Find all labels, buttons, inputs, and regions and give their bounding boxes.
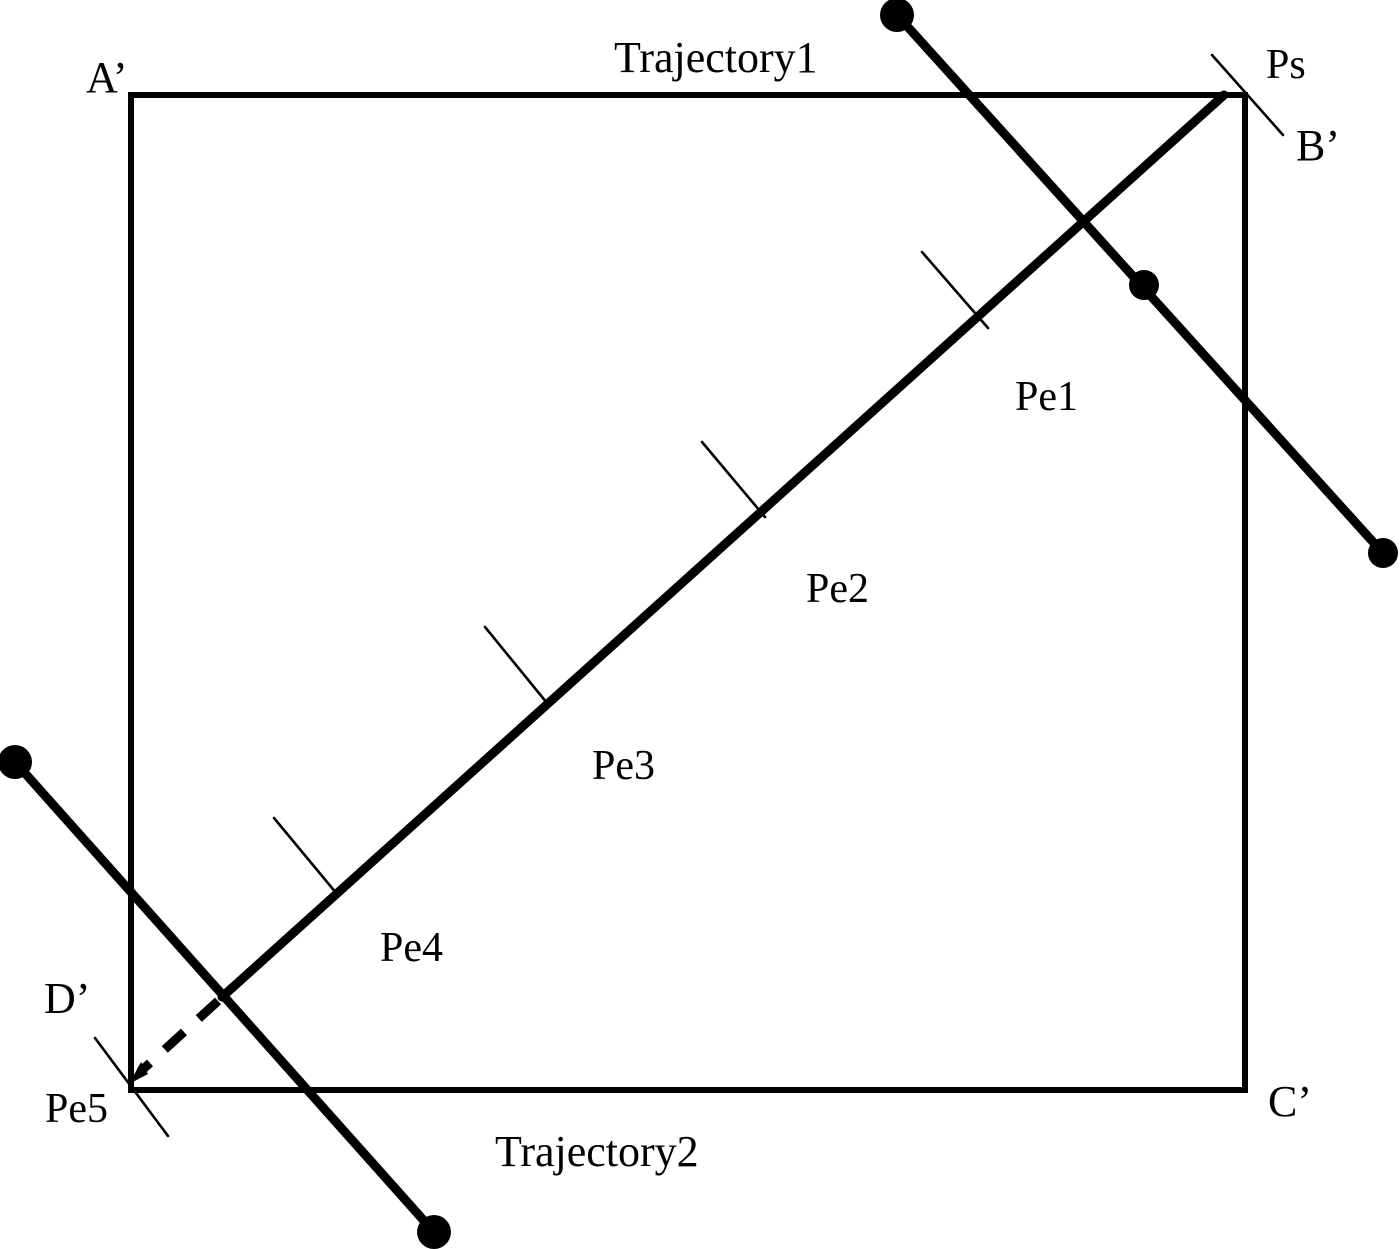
pe3-pe4-divider-tick <box>483 625 549 705</box>
pe3-label: Pe3 <box>592 743 655 789</box>
main-diagonal-pe-path <box>217 90 1229 1002</box>
pe2-label: Pe2 <box>806 566 869 612</box>
pe2-pe3-divider-tick <box>700 440 767 519</box>
corner-b-label: B’ <box>1296 121 1340 170</box>
ps-leader-tick <box>1210 53 1285 137</box>
pe5-label: Pe5 <box>45 1086 108 1132</box>
trajectory1-label: Trajectory1 <box>614 33 818 82</box>
corner-a-label: A’ <box>86 53 128 102</box>
corner-c-label: C’ <box>1268 1077 1312 1126</box>
trajectory2-label: Trajectory2 <box>495 1127 699 1176</box>
pe5-leader-tick <box>93 1036 170 1138</box>
ps-label: Ps <box>1266 42 1306 88</box>
boundary-square <box>128 92 1248 1093</box>
dashed-segment-arrowhead <box>129 1062 148 1084</box>
corner-d-label: D’ <box>44 974 91 1023</box>
trajectory2-end-dot <box>417 1215 451 1249</box>
pe1-label: Pe1 <box>1015 374 1078 420</box>
pe4-label: Pe4 <box>380 925 443 971</box>
pe4-pe5-divider-tick <box>272 816 339 896</box>
trajectory1-mid-dot <box>1129 270 1159 300</box>
trajectory2-start-dot <box>0 745 32 779</box>
trajectory1-start-dot <box>880 0 914 32</box>
dashed-approach-segment <box>136 997 222 1076</box>
pe1-pe2-divider-tick <box>920 250 990 330</box>
trajectory1-end-dot <box>1368 538 1398 568</box>
trajectory2-line <box>10 757 439 1237</box>
